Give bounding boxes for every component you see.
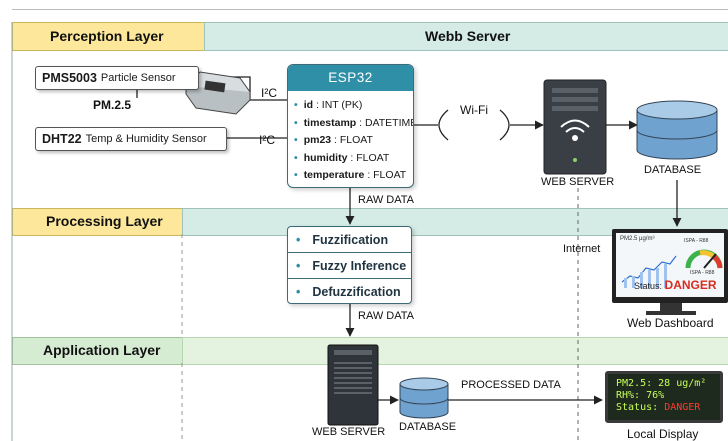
fuzzy-step: • Defuzzification	[288, 279, 411, 304]
local-lcd-display: PM2.5: 28 ug/m² RH%: 76% Status: DANGER	[605, 371, 723, 423]
esp32-field: pm23 : FLOAT	[288, 132, 413, 150]
dht22-sensor-box: DHT22 Temp & Humidity Sensor	[35, 127, 227, 151]
fuzzy-step-label: Fuzzy Inference	[312, 258, 407, 273]
esp32-field: humidity : FLOAT	[288, 150, 413, 168]
esp32-field: temperature : FLOAT	[288, 167, 413, 185]
esp32-field-name: humidity	[303, 151, 348, 164]
dashboard-status: Status: DANGER	[634, 278, 717, 292]
database-label-bottom: DATABASE	[399, 421, 457, 433]
fuzzy-step-label: Defuzzification	[312, 284, 401, 299]
lcd-line-2: RH%: 76%	[616, 390, 665, 401]
bullet-icon: •	[296, 284, 301, 299]
fuzzy-step: • Fuzzy Inference	[288, 253, 411, 279]
application-header-bg	[12, 337, 184, 365]
processed-data-label: PROCESSED DATA	[461, 379, 561, 391]
raw-data-label-2: RAW DATA	[358, 310, 415, 322]
esp32-field-type: : FLOAT	[367, 169, 407, 181]
esp32-field-name: id	[303, 99, 314, 111]
wifi-left-arc	[438, 109, 449, 141]
esp32-field-type: : FLOAT	[350, 151, 390, 164]
database-cylinder-top	[636, 100, 718, 160]
esp32-field-name: timestamp	[303, 116, 357, 129]
dht-desc: Temp & Humidity Sensor	[85, 133, 207, 145]
web-server-tower-bottom	[327, 344, 379, 426]
fuzzy-step-label: Fuzzification	[312, 232, 389, 247]
lcd-status-line: Status: DANGER	[616, 402, 712, 414]
bullet-icon: •	[296, 258, 301, 273]
esp32-field-list: id : INT (PK)timestamp : DATETIMEpm23 : …	[288, 91, 413, 185]
esp32-field-type: : FLOAT	[334, 134, 373, 146]
fuzzy-logic-box: • Fuzzification • Fuzzy Inference • Defuzzifi…	[287, 226, 412, 304]
dashboard-chart-title: PM2.5 µg/m³	[620, 236, 655, 242]
raw-data-label-1: RAW DATA	[358, 194, 415, 206]
esp32-field-type: : INT (PK)	[315, 99, 363, 111]
web-server-label-top: WEB SERVER	[541, 176, 615, 188]
local-display-label: Local Display	[627, 427, 699, 441]
pms-desc: Particle Sensor	[100, 72, 176, 84]
esp32-field: id : INT (PK)	[288, 97, 413, 115]
esp32-field-type: : DATETIME	[359, 116, 414, 129]
web-server-tower-top	[543, 79, 607, 175]
lcd-status-label: Status:	[616, 402, 659, 413]
esp32-field-name: temperature	[303, 169, 365, 181]
processing-header-bg	[12, 208, 184, 236]
processing-layer-title: Processing Layer	[46, 213, 163, 229]
dashboard-monitor	[612, 229, 728, 315]
dashboard-gauge-left: ISPA - R88	[684, 238, 709, 244]
fuzzy-step: • Fuzzification	[288, 227, 411, 253]
web-server-label-bottom: WEB SERVER	[312, 426, 386, 438]
wifi-label: Wi-Fi	[460, 103, 488, 117]
web-dashboard-label: Web Dashboard	[627, 316, 714, 330]
internet-label: Internet	[563, 243, 601, 255]
esp32-field-name: pm23	[303, 134, 332, 146]
esp32-title: ESP32	[288, 65, 413, 91]
dashboard-gauge-right: ISPA - R88	[690, 270, 715, 276]
wifi-right-arc	[499, 109, 510, 141]
pms-name: PMS5003	[42, 71, 97, 85]
webb-header-bg	[204, 22, 728, 51]
application-header-strip	[182, 337, 728, 365]
pm25-label: PM.2.5	[93, 98, 132, 112]
bullet-icon: •	[296, 232, 301, 247]
esp32-box: ESP32 id : INT (PK)timestamp : DATETIMEp…	[287, 64, 414, 188]
dashboard-status-value: DANGER	[664, 278, 717, 292]
dashboard-status-label: Status:	[634, 281, 663, 291]
pms5003-sensor-box: PMS5003 Particle Sensor	[35, 66, 199, 90]
i2c-bottom-label: I²C	[259, 133, 275, 147]
application-layer-title: Application Layer	[43, 342, 161, 358]
database-cylinder-bottom	[399, 377, 449, 419]
lcd-line-1: PM2.5: 28 ug/m²	[616, 378, 707, 389]
database-label-top: DATABASE	[644, 164, 702, 176]
i2c-top-label: I²C	[261, 86, 277, 100]
webb-server-title: Webb Server	[425, 28, 511, 44]
dht-name: DHT22	[42, 132, 82, 146]
perception-layer-title: Perception Layer	[50, 28, 164, 44]
top-rule	[12, 9, 728, 10]
pms-sensor-device	[185, 71, 251, 115]
esp32-field: timestamp : DATETIME	[288, 115, 413, 133]
lcd-status-value: DANGER	[664, 402, 701, 413]
perception-header-bg	[12, 22, 206, 51]
